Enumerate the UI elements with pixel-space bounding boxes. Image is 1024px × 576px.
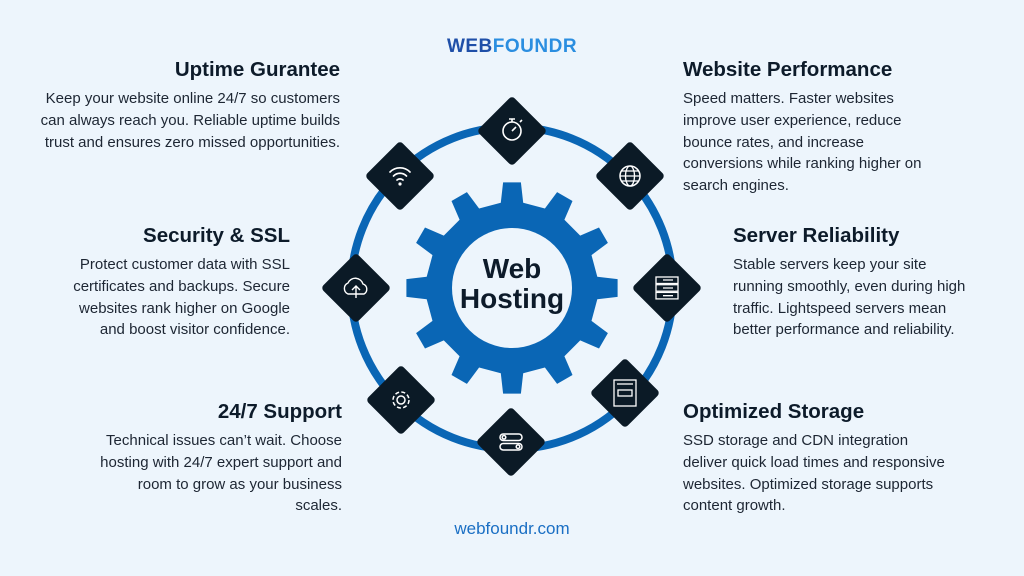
wifi-diamond (366, 142, 434, 210)
gear-hub (452, 228, 572, 348)
ssd-icon (613, 379, 637, 407)
cloud-upload-diamond (322, 254, 390, 322)
gear-icon (392, 391, 410, 409)
toggle-icon (499, 433, 523, 451)
gear-diamond (367, 366, 435, 434)
globe-icon (619, 165, 641, 187)
server-diamond (633, 254, 701, 322)
brand-logo: WEBFOUNDR (446, 36, 578, 57)
stopwatch-diamond (478, 97, 546, 165)
wifi-icon (389, 166, 411, 186)
ssd-diamond (591, 359, 659, 427)
cloud-upload-icon (343, 277, 368, 298)
globe-diamond (596, 142, 664, 210)
stopwatch-icon (502, 118, 523, 141)
server-icon (655, 276, 679, 300)
footer-url[interactable]: webfoundr.com (454, 519, 570, 538)
toggle-diamond (477, 408, 545, 476)
